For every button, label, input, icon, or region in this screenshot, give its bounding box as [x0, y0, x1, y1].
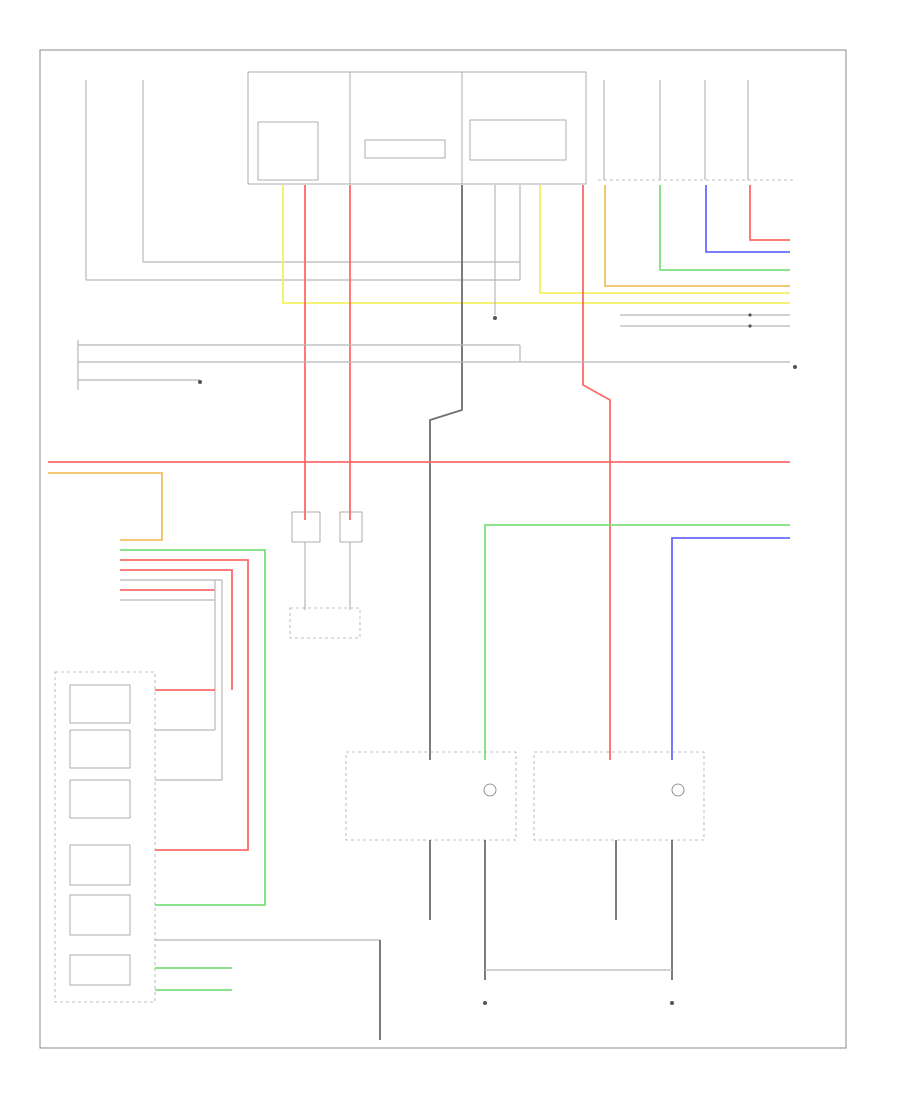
- left-connector: [77, 340, 797, 390]
- motor-symbol: [483, 783, 497, 797]
- ground-point: [493, 316, 497, 320]
- module-outline: [54, 671, 156, 1003]
- switch-box: [69, 894, 131, 936]
- black-wires: [429, 185, 497, 760]
- junction-block: [247, 71, 795, 185]
- ground-point: [793, 365, 797, 369]
- ground-point: [198, 380, 202, 384]
- motor-outline: [533, 751, 705, 841]
- long-wires: [484, 524, 790, 760]
- green-wire: [659, 185, 790, 271]
- motor-units: [345, 751, 705, 1005]
- red-wire: [120, 559, 249, 851]
- gray-wire: [120, 579, 223, 781]
- red-verticals: [304, 185, 611, 760]
- relay-box: [469, 119, 567, 161]
- orange-wire: [604, 185, 790, 287]
- yellow-wire: [282, 185, 790, 304]
- relay-box: [257, 121, 319, 181]
- red-wire: [120, 569, 233, 690]
- yellow-wires: [282, 185, 790, 304]
- red-wire: [582, 185, 611, 760]
- parking-brake-module: [54, 671, 381, 1040]
- switch-box: [69, 684, 131, 724]
- yellow-wire: [539, 185, 790, 294]
- relay-box: [364, 139, 446, 159]
- splice: [748, 313, 752, 317]
- switch-box: [69, 954, 131, 986]
- left-fuses: [85, 80, 521, 281]
- ground-block: [289, 607, 361, 639]
- diagram-frame: [39, 49, 847, 1049]
- switch-box: [69, 729, 131, 769]
- right-wires: [620, 185, 790, 328]
- blue-wire: [705, 185, 790, 253]
- blue-wire: [671, 537, 790, 760]
- green-wire: [484, 524, 790, 760]
- relay-box: [339, 511, 363, 543]
- black-wire: [429, 185, 463, 760]
- junction-block-outline: [247, 71, 587, 185]
- motor-symbol: [671, 783, 685, 797]
- splice: [748, 324, 752, 328]
- mid-relays: [289, 511, 363, 639]
- ground-point: [483, 1001, 487, 1005]
- motor-outline: [345, 751, 517, 841]
- green-wire: [120, 549, 266, 906]
- red-wire: [749, 185, 790, 241]
- orange-wire: [48, 472, 163, 541]
- switch-box: [69, 844, 131, 886]
- left-harness: [120, 549, 266, 906]
- switch-box: [69, 779, 131, 819]
- mid-red-wire: [48, 461, 790, 541]
- ground-point: [670, 1001, 674, 1005]
- relay-box: [291, 511, 321, 543]
